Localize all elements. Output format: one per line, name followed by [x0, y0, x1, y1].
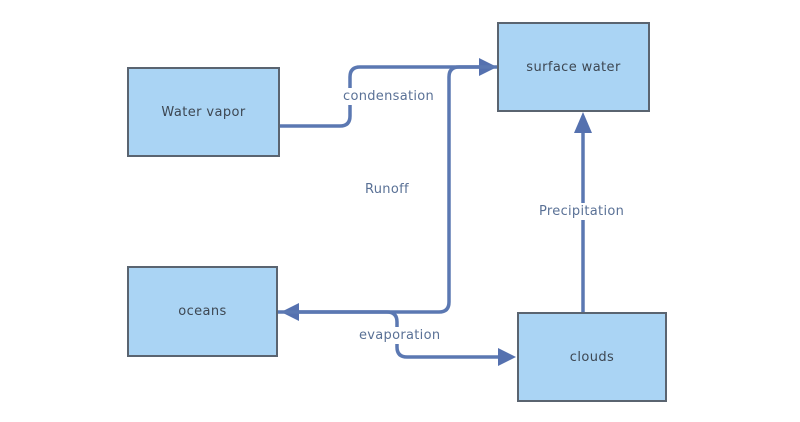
node-water-vapor: Water vapor [127, 67, 280, 157]
connector-runoff [297, 65, 497, 314]
node-oceans: oceans [127, 266, 278, 357]
edge-label-runoff: Runoff [362, 181, 412, 198]
arrowhead-evaporation [498, 348, 516, 366]
node-water-vapor-label: Water vapor [161, 104, 246, 120]
node-surface-water: surface water [497, 22, 650, 112]
node-surface-water-label: surface water [526, 59, 621, 75]
node-clouds-label: clouds [569, 349, 615, 365]
edge-label-evaporation: evaporation [356, 327, 444, 344]
node-oceans-label: oceans [178, 304, 227, 319]
edge-label-condensation: condensation [340, 88, 438, 105]
edge-label-precipitation: Precipitation [536, 203, 628, 220]
node-clouds: clouds [517, 312, 667, 402]
arrowhead-precipitation [574, 112, 592, 133]
